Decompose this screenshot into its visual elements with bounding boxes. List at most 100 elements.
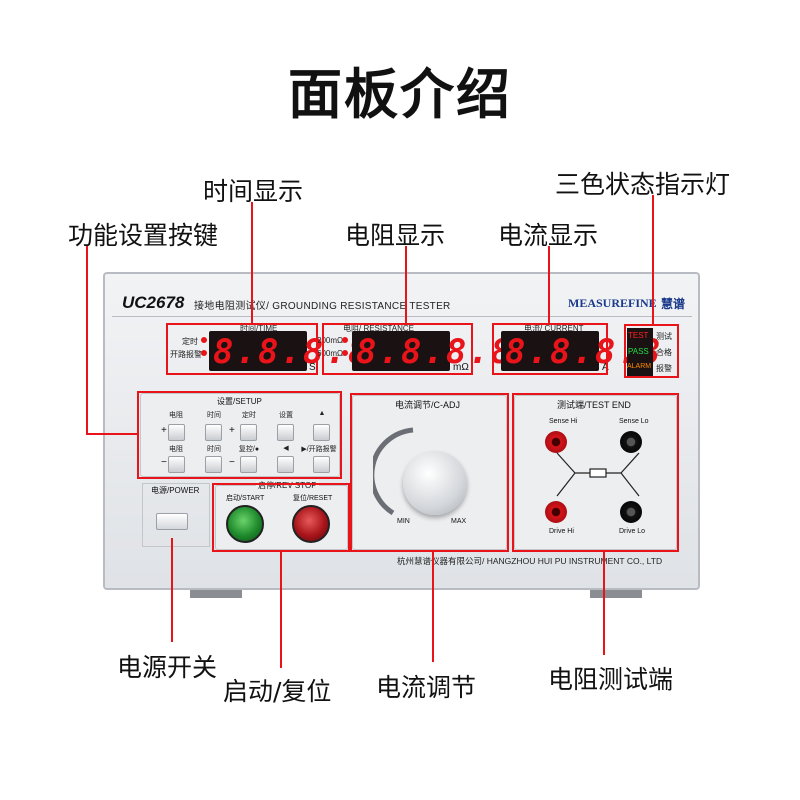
resistance-unit: mΩ [453, 362, 469, 373]
range-label-2: 600mΩ [317, 349, 343, 358]
minus-sign: − [161, 457, 167, 468]
rev-stop-panel: 启停/REV STOP 启动/START 复位/RESET [215, 480, 348, 550]
leader-line-current-adjust [432, 552, 434, 662]
callout-resistance-terminal: 电阻测试端 [548, 665, 674, 694]
key-label: 时间 [207, 412, 221, 419]
current-label: 电流/ CURRENT [524, 324, 584, 333]
brand-cn: 慧谱 [661, 297, 686, 311]
minus-sign: − [229, 457, 235, 468]
status-led-strip [627, 328, 653, 376]
power-title: 电源/POWER [151, 486, 200, 495]
brand-logo: MEASUREFINE [568, 296, 657, 310]
start-label: 启动/START [226, 495, 265, 502]
drive-lo-label: Drive Lo [619, 528, 646, 535]
model-label: UC2678 [122, 293, 185, 312]
leader-line-time [251, 202, 253, 323]
recontrol-button[interactable] [240, 456, 257, 473]
plus-sign: + [161, 425, 167, 436]
highlight-current-adjust [350, 393, 509, 552]
knob-min-label: MIN [397, 518, 410, 525]
highlight-current-display [492, 323, 608, 375]
key-label: 设置 [279, 412, 293, 419]
led-indicator [342, 337, 348, 343]
highlight-test-end [512, 393, 679, 552]
key-label: 定时 [242, 412, 256, 419]
callout-power-switch: 电源开关 [117, 653, 218, 682]
key-label: ▶/开路报警 [301, 446, 337, 453]
status-pass-led: PASS [628, 347, 649, 356]
leader-line-resistance [405, 246, 407, 323]
key-label: 电阻 [169, 446, 183, 453]
range-label-1: 200mΩ [317, 336, 343, 345]
setup-panel: 设置/SETUP 电阻 时间 定时 设置 ▲ + + 电阻 时间 复控/● ◀ … [140, 393, 340, 477]
up-button[interactable] [313, 424, 330, 441]
current-adjust-knob[interactable] [403, 451, 467, 515]
cadj-title: 电流调节/C-ADJ [395, 400, 460, 410]
current-unit: A [602, 362, 609, 373]
resistance-minus-button[interactable] [168, 456, 185, 473]
leader-line-test-end [603, 552, 605, 655]
sense-hi-label: Sense Hi [549, 418, 578, 425]
panel-header: UC2678 接地电阻测试仪/ GROUNDING RESISTANCE TES… [112, 284, 692, 317]
callout-current-adjust: 电流调节 [376, 673, 477, 702]
resistance-label: 电阻/ RESISTANCE [343, 324, 414, 333]
knob-scale-arc [373, 427, 414, 516]
leader-line-start-reset [280, 552, 282, 668]
drive-hi-label: Drive Hi [549, 528, 574, 535]
callout-start-reset: 启动/复位 [223, 677, 332, 706]
highlight-time-display [166, 323, 318, 375]
time-led-label-2: 开路报警 [170, 350, 202, 359]
setup-title: 设置/SETUP [217, 397, 262, 406]
led-indicator [201, 337, 207, 343]
resistor-diagram [556, 452, 640, 497]
power-switch[interactable] [156, 513, 188, 530]
reset-label: 复位/RESET [293, 495, 333, 502]
resistance-display: 8.8.8.8 [352, 331, 511, 371]
drive-lo-terminal[interactable] [620, 501, 642, 523]
plus-sign: + [229, 425, 235, 436]
resistance-plus-button[interactable] [168, 424, 185, 441]
knob-max-label: MAX [451, 518, 467, 525]
company-footer: 杭州慧谱仪器有限公司/ HANGZHOU HUI PU INSTRUMENT C… [397, 556, 663, 566]
reset-button[interactable] [292, 505, 330, 543]
leader-line-keys-horizontal [86, 433, 137, 435]
test-end-title: 测试端/TEST END [557, 400, 631, 410]
highlight-start-reset [212, 483, 350, 552]
drive-hi-terminal[interactable] [545, 501, 567, 523]
rev-stop-title: 启停/REV STOP [256, 480, 319, 491]
led-indicator [342, 350, 348, 356]
device-description: 接地电阻测试仪/ GROUNDING RESISTANCE TESTER [194, 301, 451, 312]
status-pass-label: 合格 [656, 348, 672, 357]
leader-line-keys-vertical [86, 246, 88, 434]
left-button[interactable] [277, 456, 294, 473]
current-adjust-panel: 电流调节/C-ADJ MIN MAX [352, 395, 507, 550]
sense-hi-terminal[interactable] [545, 431, 567, 453]
highlight-setup-keys [137, 391, 342, 479]
time-plus-button[interactable] [205, 424, 222, 441]
time-label: 时间/TIME [240, 324, 278, 333]
key-label: 电阻 [169, 412, 183, 419]
foot-left [190, 588, 242, 598]
callout-function-keys: 功能设置按键 [68, 221, 219, 250]
sense-lo-terminal[interactable] [620, 431, 642, 453]
key-label: ▲ [318, 410, 326, 417]
test-end-panel: 测试端/TEST END Sense Hi Sense Lo Drive Hi … [514, 395, 677, 550]
key-label: 时间 [207, 446, 221, 453]
sense-lo-label: Sense Lo [619, 418, 649, 425]
right-open-alarm-button[interactable] [313, 456, 330, 473]
start-button[interactable] [226, 505, 264, 543]
status-test-label: 测试 [656, 332, 672, 341]
status-indicator-panel: TEST PASS ALARM 测试 合格 报警 [627, 328, 677, 376]
status-alarm-led: ALARM [627, 363, 652, 370]
leader-line-current [548, 246, 550, 323]
page-title: 面板介绍 [288, 63, 512, 126]
leader-line-power [171, 538, 173, 642]
callout-time-display: 时间显示 [203, 177, 304, 206]
callout-tricolor-indicator: 三色状态指示灯 [555, 170, 731, 199]
time-minus-button[interactable] [205, 456, 222, 473]
highlight-resistance-display [322, 323, 473, 375]
power-panel: 电源/POWER [142, 483, 210, 547]
setup-button[interactable] [277, 424, 294, 441]
timer-button[interactable] [240, 424, 257, 441]
foot-right [590, 588, 642, 598]
